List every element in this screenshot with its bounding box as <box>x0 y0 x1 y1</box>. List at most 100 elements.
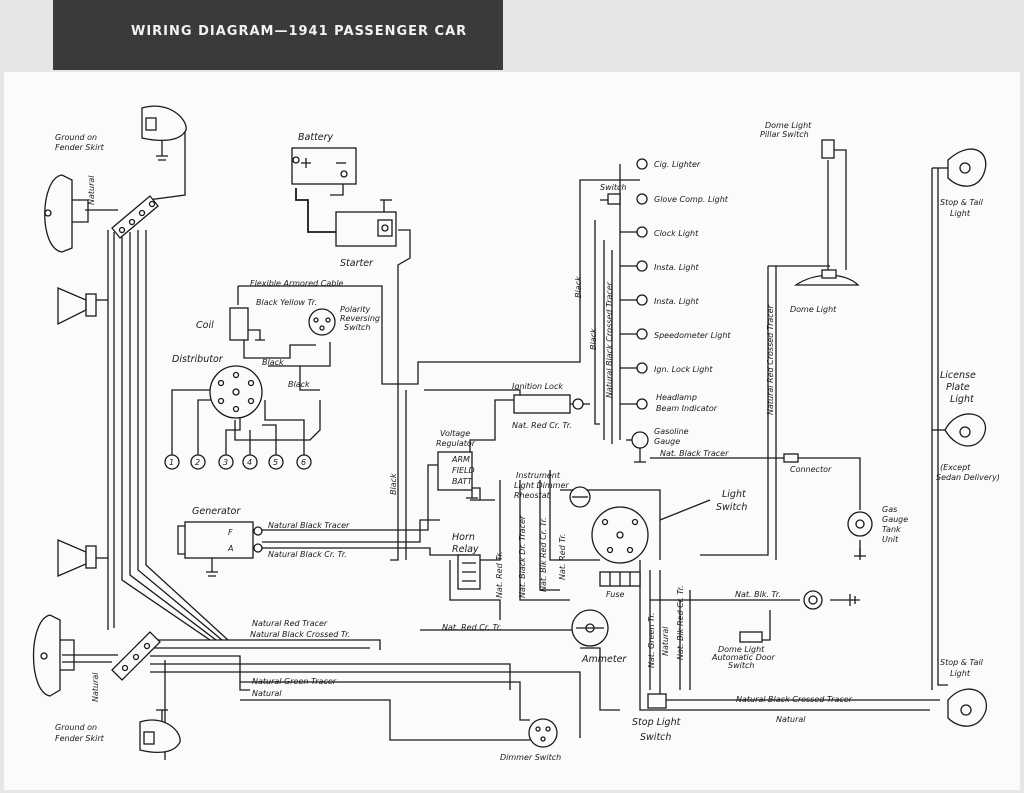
light-switch-label-2: Switch <box>716 502 747 513</box>
plug-number-3: 3 <box>223 458 228 467</box>
spark-plug-3-icon <box>218 454 234 470</box>
gas-tank-label-2: Gauge <box>882 515 908 524</box>
gas-tank-unit-icon <box>847 511 873 557</box>
cig-lighter-label: Cig. Lighter <box>654 160 701 169</box>
black-label-2: Black <box>288 380 310 389</box>
generator-icon <box>177 521 263 577</box>
gasoline-gauge-icon <box>631 431 649 449</box>
black-vertical-top-label: Black <box>574 276 583 298</box>
horn-button-icon <box>803 590 856 610</box>
light-switch-label-1: Light <box>722 489 747 500</box>
stop-light-switch-icon <box>647 693 667 709</box>
reg-field-label: FIELD <box>452 466 475 475</box>
stop-light-switch-label-2: Switch <box>640 732 671 743</box>
natural-green-tracer-label: Natural Green Tracer <box>252 677 337 686</box>
ammeter-label: Ammeter <box>581 654 627 665</box>
ground-fender-bottom-label-1: Ground on <box>55 723 97 732</box>
polarity-label-3: Switch <box>344 323 370 332</box>
coil-label: Coil <box>196 320 214 331</box>
polarity-label-1: Polarity <box>340 305 370 314</box>
ground-fender-top-label-1: Ground on <box>55 133 97 142</box>
license-plate-label-1: License <box>940 370 976 381</box>
connector-icon <box>783 453 799 463</box>
natural-red-tracer-label: Natural Red Tracer <box>252 619 328 628</box>
natural-black-tracer-label: Natural Black Tracer <box>268 521 350 530</box>
voltage-regulator-label-2: Regulator <box>436 439 476 448</box>
black-label-1: Black <box>262 358 284 367</box>
spark-plug-6-icon <box>296 454 312 470</box>
natural-v-label: Natural <box>661 626 670 656</box>
horn-relay-label-2: Relay <box>452 544 479 555</box>
headlamp-left-bottom-icon <box>32 614 75 697</box>
nat-blk-tr-label: Nat. Blk. Tr. <box>735 590 781 599</box>
headlamp-left-top-icon <box>44 174 89 253</box>
stop-tail-top-label-1: Stop & Tail <box>940 198 984 207</box>
stop-tail-top-label-2: Light <box>950 209 971 218</box>
nat-blk-red-cr-tr-v-label: Nat. Blk Red Cr. Tr. <box>539 517 548 592</box>
nat-red-crossed-tracer-v-label: Natural Red Crossed Tracer <box>766 304 775 415</box>
natural-top-label: Natural <box>87 175 96 205</box>
rheostat-label-3: Rheostat <box>514 491 551 500</box>
natural-black-crossed-tr-label: Natural Black Crossed Tr. <box>250 630 350 639</box>
clock-light-label: Clock Light <box>654 229 699 238</box>
stop-tail-light-bottom-icon <box>947 688 987 727</box>
horn-relay-icon <box>457 554 481 590</box>
insta-light-1-icon <box>636 260 648 272</box>
license-plate-label-3: Light <box>950 394 975 405</box>
connector-label: Connector <box>790 465 832 474</box>
coil-icon <box>229 307 265 341</box>
spark-plug-4-icon <box>242 454 258 470</box>
ammeter-icon <box>571 609 609 647</box>
black-yellow-tr-label: Black Yellow Tr. <box>256 298 317 307</box>
license-plate-label-2: Plate <box>946 382 970 393</box>
gasoline-gauge-label-2: Gauge <box>654 437 680 446</box>
starter-icon <box>335 199 397 247</box>
natural-h-label: Natural <box>776 715 806 724</box>
junction-block-top-icon <box>111 195 159 239</box>
voltage-regulator-label-1: Voltage <box>440 429 470 438</box>
nat-green-tr-v-label: Nat. Green Tr. <box>647 613 656 668</box>
spark-plugs <box>164 454 312 470</box>
fender-lamp-top-icon <box>141 105 187 161</box>
stop-tail-bottom-label-2: Light <box>950 669 971 678</box>
horn-top-icon <box>57 287 97 326</box>
door-switch-label-3: Switch <box>728 661 754 670</box>
glove-comp-light-label: Glove Comp. Light <box>654 195 729 204</box>
dome-light-label: Dome Light <box>790 305 837 314</box>
dimmer-switch-icon <box>528 718 558 748</box>
reg-batt-label: BATT <box>452 477 473 486</box>
nat-black-crossed-tracer-v-label: Natural Black Crossed Tracer <box>605 281 614 398</box>
distributor-icon <box>209 365 263 419</box>
glove-light-icon <box>636 193 648 205</box>
spark-plug-1-icon <box>164 454 180 470</box>
plug-number-1: 1 <box>169 458 174 467</box>
dimmer-switch-label: Dimmer Switch <box>500 753 561 762</box>
dome-pillar-label-2: Pillar Switch <box>760 130 809 139</box>
ign-lock-light-icon <box>636 362 648 374</box>
gas-tank-label-4: Unit <box>882 535 899 544</box>
stop-light-switch-label-1: Stop Light <box>632 717 682 728</box>
headlamp-beam-label-1: Headlamp <box>656 393 697 402</box>
spark-plug-2-icon <box>190 454 206 470</box>
fender-lamp-bottom-icon <box>139 709 181 754</box>
component-labels: Ground on Fender Skirt Natural Battery S… <box>55 121 1000 762</box>
natural-black-cr-tr-label: Natural Black Cr. Tr. <box>268 550 347 559</box>
wiring-diagram: Ground on Fender Skirt Natural Battery S… <box>32 105 1000 762</box>
rheostat-label-1: Instrument <box>516 471 561 480</box>
gasoline-gauge-label-1: Gasoline <box>654 427 689 436</box>
plug-number-5: 5 <box>273 458 278 467</box>
dome-light-icon <box>793 269 860 286</box>
battery-label: Battery <box>298 132 334 143</box>
light-switch-icon <box>591 499 711 587</box>
ignition-lock-label: Ignition Lock <box>512 382 563 391</box>
flexible-cable-label: Flexible Armored Cable <box>250 279 344 288</box>
insta-light-2-icon <box>636 294 648 306</box>
nat-red-tr-v2-label: Nat. Red Tr. <box>558 533 567 580</box>
black-vertical-mid-label: Black <box>589 328 598 350</box>
diagram-title: WIRING DIAGRAM—1941 PASSENGER CAR <box>131 24 468 39</box>
black-vertical-left-label: Black <box>389 473 398 495</box>
junction-block-bottom-icon <box>111 631 161 681</box>
nat-black-tracer-2-label: Nat. Black Tracer <box>660 449 729 458</box>
door-switch-label-1: Dome Light <box>718 645 765 654</box>
ground-fender-top-label-2: Fender Skirt <box>55 143 105 152</box>
